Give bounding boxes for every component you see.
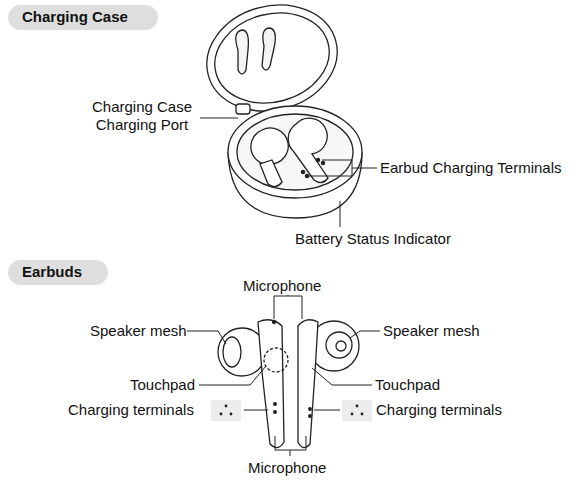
part-label: Charging Case Charging Port bbox=[86, 98, 198, 134]
section-band: Charging Case bbox=[8, 5, 158, 30]
part-label: Touchpad bbox=[375, 376, 440, 394]
section-heading: Charging Case bbox=[22, 8, 144, 25]
part-label: Battery Status Indicator bbox=[295, 230, 451, 248]
part-label: Speaker mesh bbox=[90, 322, 187, 340]
section-heading: Earbuds bbox=[22, 263, 94, 280]
case-hinge bbox=[236, 104, 250, 114]
part-label: Touchpad bbox=[130, 376, 195, 394]
left-earbud bbox=[218, 320, 288, 448]
case-base bbox=[228, 106, 362, 218]
part-label: Charging terminals bbox=[376, 401, 502, 419]
part-label: Earbud Charging Terminals bbox=[380, 159, 562, 177]
terminal-symbol bbox=[211, 400, 372, 421]
case-lid bbox=[195, 0, 349, 125]
part-label: Speaker mesh bbox=[383, 322, 480, 340]
section-band: Earbuds bbox=[8, 260, 108, 285]
part-label: Charging terminals bbox=[68, 401, 194, 419]
part-label: Microphone bbox=[243, 277, 321, 295]
part-label: Microphone bbox=[248, 459, 326, 477]
right-earbud bbox=[298, 320, 359, 448]
leader-lines bbox=[186, 118, 380, 456]
